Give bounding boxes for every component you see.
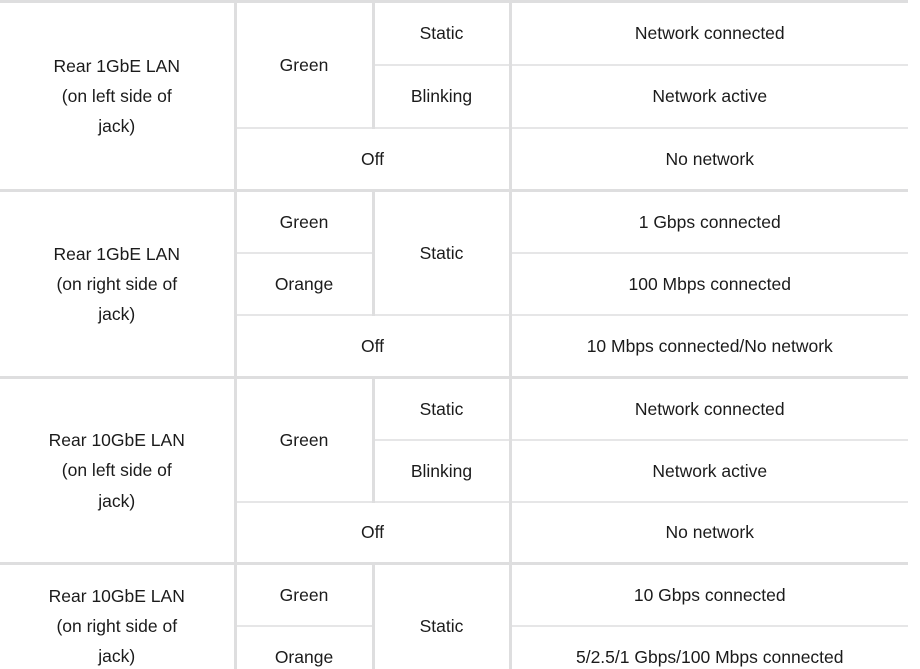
state-cell-block2: Static <box>373 189 512 315</box>
state-cell-block1-row2: Blinking <box>373 64 512 128</box>
description-cell-block3-row2: Network active <box>510 439 908 502</box>
table-row: Orange 5/2.5/1 Gbps/100 Mbps connected <box>0 625 908 669</box>
device-label-line1: Rear 1GbE LAN <box>53 243 180 264</box>
table-row: Rear 1GbE LAN (on right side of jack) Gr… <box>0 189 908 378</box>
device-cell-block2: Rear 1GbE LAN (on right side of jack) <box>0 189 237 378</box>
description-cell-block2-row3: 10 Mbps connected/No network <box>510 314 908 378</box>
table-row: Off 10 Mbps connected/No network <box>0 314 908 378</box>
device-label-line3: jack) <box>98 646 136 667</box>
color-cell-block4-row1: Green <box>235 562 375 626</box>
table-row: Rear 10GbE LAN (on left side of jack) Gr… <box>0 376 908 564</box>
description-cell-block2-row1: 1 Gbps connected <box>510 189 908 253</box>
table-row: Orange 100 Mbps connected <box>0 252 908 315</box>
device-label-line1: Rear 10GbE LAN <box>48 585 185 606</box>
device-label-line3: jack) <box>98 490 136 511</box>
state-cell-block1-row1: Static <box>373 0 512 65</box>
device-label-line1: Rear 10GbE LAN <box>48 430 185 451</box>
device-label-line2: (on right side of <box>56 615 178 636</box>
description-cell-block2-row2: 100 Mbps connected <box>510 252 908 315</box>
table-row: Rear 10GbE LAN (on right side of jack) G… <box>0 562 908 669</box>
color-state-cell-block1-off: Off <box>235 127 512 191</box>
description-cell-block3-row1: Network connected <box>510 376 908 440</box>
description-cell-block4-row2: 5/2.5/1 Gbps/100 Mbps connected <box>510 625 908 669</box>
device-cell-block3: Rear 10GbE LAN (on left side of jack) <box>0 376 237 564</box>
device-label-line1: Rear 1GbE LAN <box>53 55 180 76</box>
device-label-line2: (on left side of <box>61 460 172 481</box>
color-cell-block2-row1: Green <box>235 189 375 253</box>
state-cell-block4: Static <box>373 562 512 669</box>
color-cell-block3: Green <box>235 376 375 502</box>
description-cell-block3-row3: No network <box>510 501 908 564</box>
color-cell-block1: Green <box>235 0 375 128</box>
description-cell-block1-row3: No network <box>510 127 908 191</box>
device-label-line3: jack) <box>98 304 136 325</box>
state-cell-block3-row1: Static <box>373 376 512 440</box>
table-row: Blinking Network active <box>0 64 908 128</box>
color-state-cell-block3-off: Off <box>235 501 512 564</box>
device-cell-block4: Rear 10GbE LAN (on right side of jack) <box>0 562 237 669</box>
table-row: Rear 1GbE LAN (on left side of jack) Gre… <box>0 0 908 191</box>
color-cell-block2-row2: Orange <box>235 252 375 315</box>
device-label-line3: jack) <box>98 116 136 137</box>
device-label-line2: (on left side of <box>61 85 172 106</box>
device-cell-block1: Rear 1GbE LAN (on left side of jack) <box>0 0 237 191</box>
description-cell-block1-row2: Network active <box>510 64 908 128</box>
state-cell-block3-row2: Blinking <box>373 439 512 502</box>
table-row: Blinking Network active <box>0 439 908 502</box>
description-cell-block4-row1: 10 Gbps connected <box>510 562 908 626</box>
description-cell-block1-row1: Network connected <box>510 0 908 65</box>
table-row: Off No network <box>0 127 908 191</box>
color-cell-block4-row2: Orange <box>235 625 375 669</box>
table-row: Off No network <box>0 501 908 564</box>
color-state-cell-block2-off: Off <box>235 314 512 378</box>
device-label-line2: (on right side of <box>56 273 178 294</box>
